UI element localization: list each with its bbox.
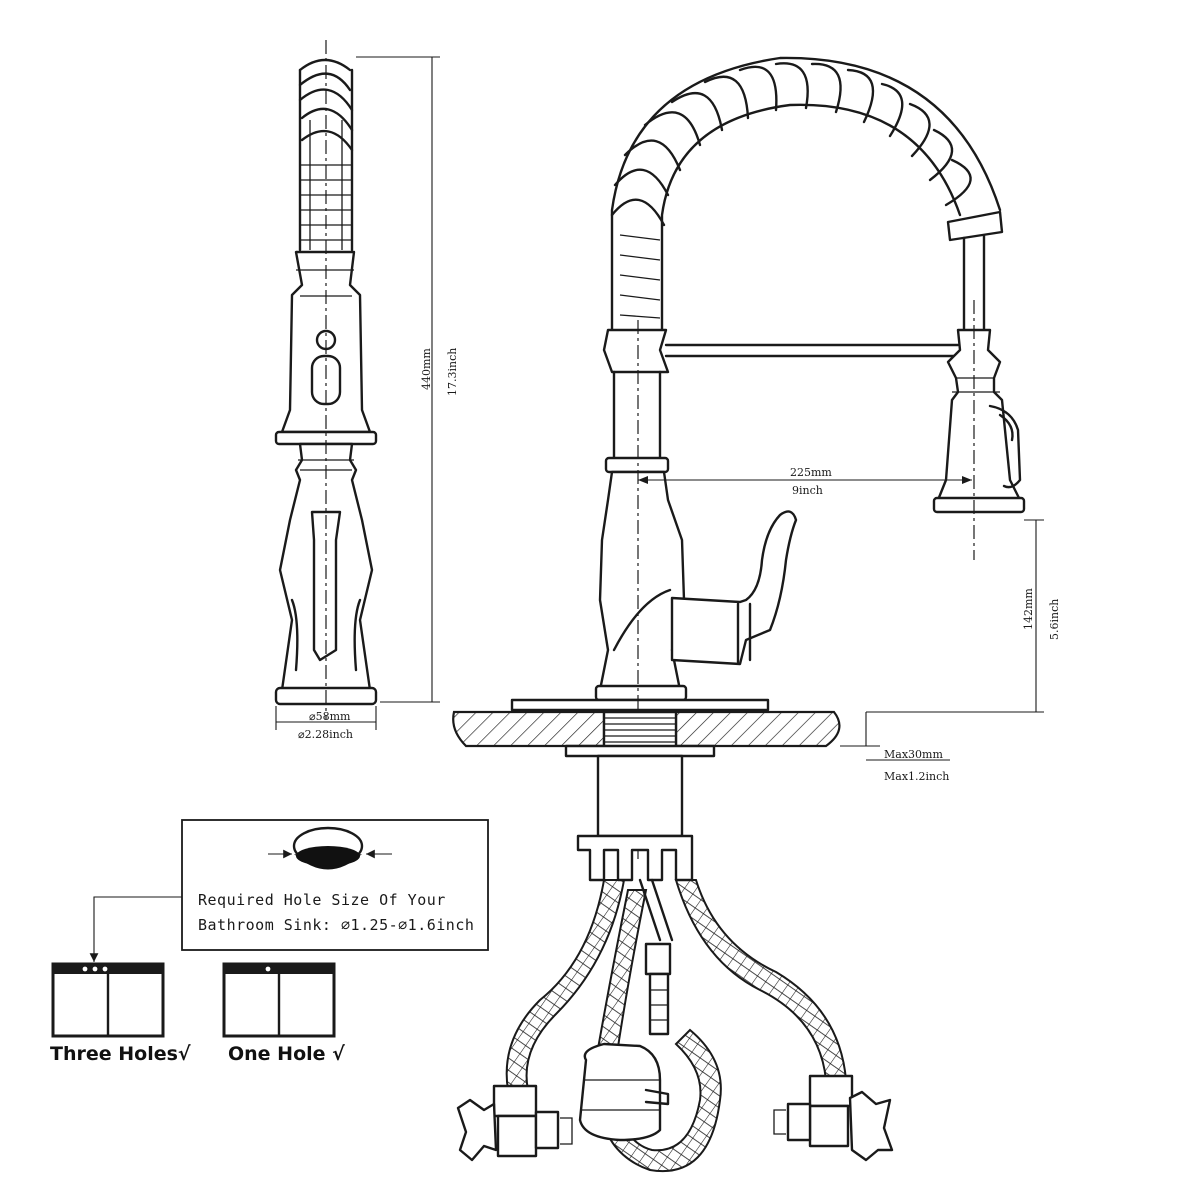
note-line-1: Required Hole Size Of Your — [198, 891, 446, 909]
height-mm-label: 440mm — [420, 348, 433, 390]
reach-inch-label: 9inch — [792, 484, 823, 497]
note-line-2: Bathroom Sink: ⌀1.25-⌀1.6inch — [198, 916, 474, 934]
three-holes-label: Three Holes√ — [50, 1043, 191, 1065]
side-view — [274, 40, 378, 720]
spray-head — [932, 300, 1026, 560]
under-sink-assembly — [456, 754, 894, 1173]
left-valve-knob-icon — [456, 1098, 498, 1162]
spout-height-mm-label: 142mm — [1022, 588, 1035, 630]
dimension-spout-height: 142mm 5.6inch — [866, 519, 1061, 713]
right-valve-knob-icon — [848, 1090, 894, 1162]
dimension-reach: 225mm 9inch — [638, 466, 972, 497]
main-column — [602, 328, 670, 374]
spring-arch-outer — [610, 56, 1002, 332]
base-dia-inch-label: ⌀2.28inch — [298, 728, 353, 741]
spout-height-inch-label: 5.6inch — [1048, 599, 1061, 640]
hose-weight — [578, 1042, 662, 1142]
deck-max-mm-label: Max30mm — [884, 748, 943, 761]
connecting-bar — [664, 343, 960, 358]
right-valve — [773, 1074, 894, 1162]
deck-max-inch-label: Max1.2inch — [884, 770, 949, 783]
spring-arch-inner — [660, 103, 962, 332]
lever-handle — [670, 510, 798, 666]
one-hole-sink: One Hole √ — [222, 962, 345, 1065]
note-frame — [181, 819, 489, 951]
front-base — [594, 684, 688, 702]
mounting-nut — [564, 744, 716, 758]
dimension-height: 440mm 17.3inch — [356, 56, 459, 703]
lower-shank — [596, 754, 684, 838]
one-hole-label: One Hole √ — [228, 1043, 345, 1065]
column-body — [612, 370, 662, 462]
three-hole-sink: Three Holes√ — [50, 962, 191, 1065]
countertop-section — [452, 710, 841, 758]
spring-coils — [610, 62, 972, 319]
base-dia-mm-label: ⌀58mm — [309, 710, 351, 723]
dimension-deck-thickness: Max30mm Max1.2inch — [840, 712, 950, 783]
hose-connector-block — [576, 834, 694, 882]
dimension-base-diameter: ⌀58mm ⌀2.28inch — [275, 706, 377, 741]
reach-mm-label: 225mm — [790, 466, 832, 479]
leader-line — [89, 896, 182, 962]
height-inch-label: 17.3inch — [446, 348, 459, 396]
hole-size-note: Required Hole Size Of Your Bathroom Sink… — [181, 819, 489, 951]
base-plate — [510, 698, 770, 712]
spout-tip — [946, 210, 1004, 242]
left-valve — [456, 1084, 573, 1162]
front-view — [510, 56, 1026, 860]
